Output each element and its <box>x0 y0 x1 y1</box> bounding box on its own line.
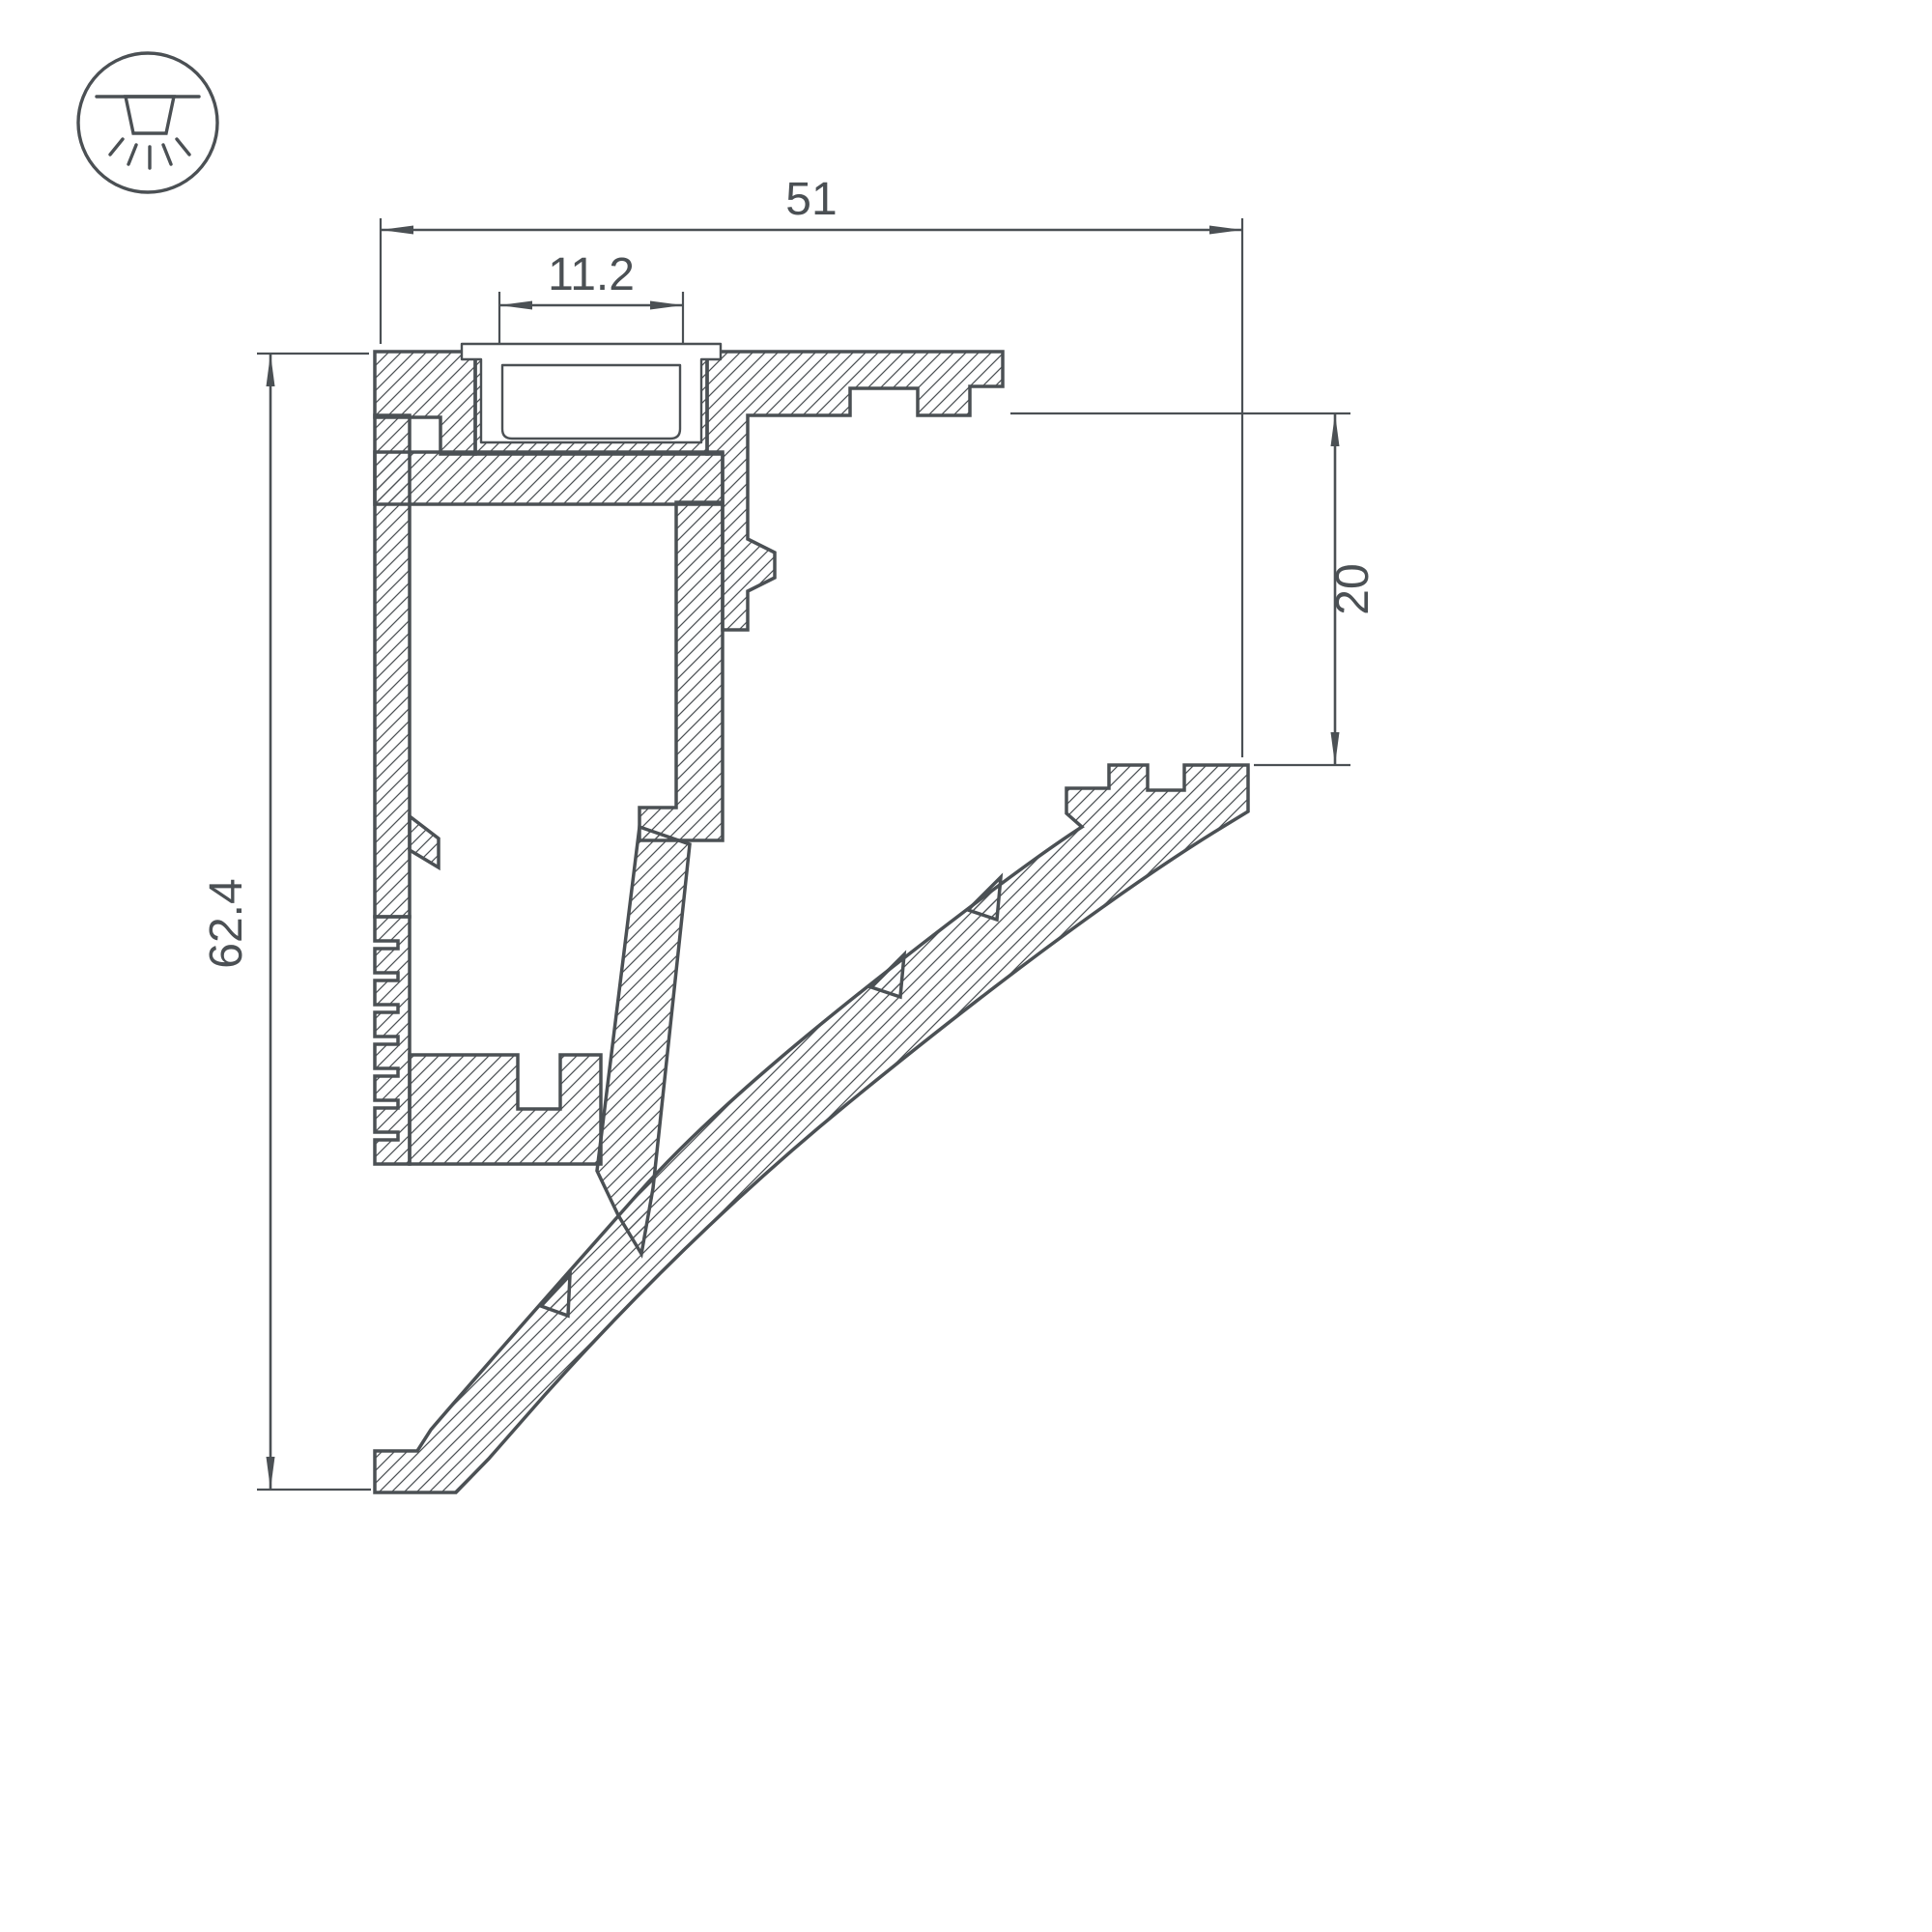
profile-cross-section <box>373 350 1250 1494</box>
profile-left-wall-barb <box>408 812 440 871</box>
dimension-total-width-label: 51 <box>785 174 837 225</box>
profile-left-wall <box>373 413 412 919</box>
dimension-total-height-label: 62.4 <box>201 878 252 968</box>
profile-bottom-channel <box>408 1053 603 1166</box>
dimension-slot-width-label: 11.2 <box>548 249 635 300</box>
dimension-right-offset-label: 20 <box>1327 563 1378 614</box>
dimension-slot-width: 11.2 <box>497 249 685 344</box>
profile-wing-barb-2 <box>867 950 907 1000</box>
profile-under-plate <box>373 450 724 506</box>
profile-wing-barb-1 <box>964 872 1004 923</box>
icon-light-rays <box>108 137 191 170</box>
diffuser-lens <box>500 363 682 440</box>
profile-wing <box>373 763 1250 1494</box>
icon-fixture-body <box>123 95 177 135</box>
profile-right-wall <box>638 500 724 842</box>
profile-serrated-wall <box>373 915 412 1166</box>
profile-top-flange-right <box>705 350 1005 632</box>
dimension-total-height: 62.4 <box>201 352 371 1492</box>
dimension-right-offset: 20 <box>1010 412 1378 767</box>
recessed-downlight-icon <box>76 51 219 194</box>
icon-circle <box>76 51 219 194</box>
dimension-total-width: 51 <box>379 174 1244 757</box>
led-diffuser-assembly <box>460 342 723 444</box>
profile-wing-barb-3 <box>537 1270 572 1319</box>
